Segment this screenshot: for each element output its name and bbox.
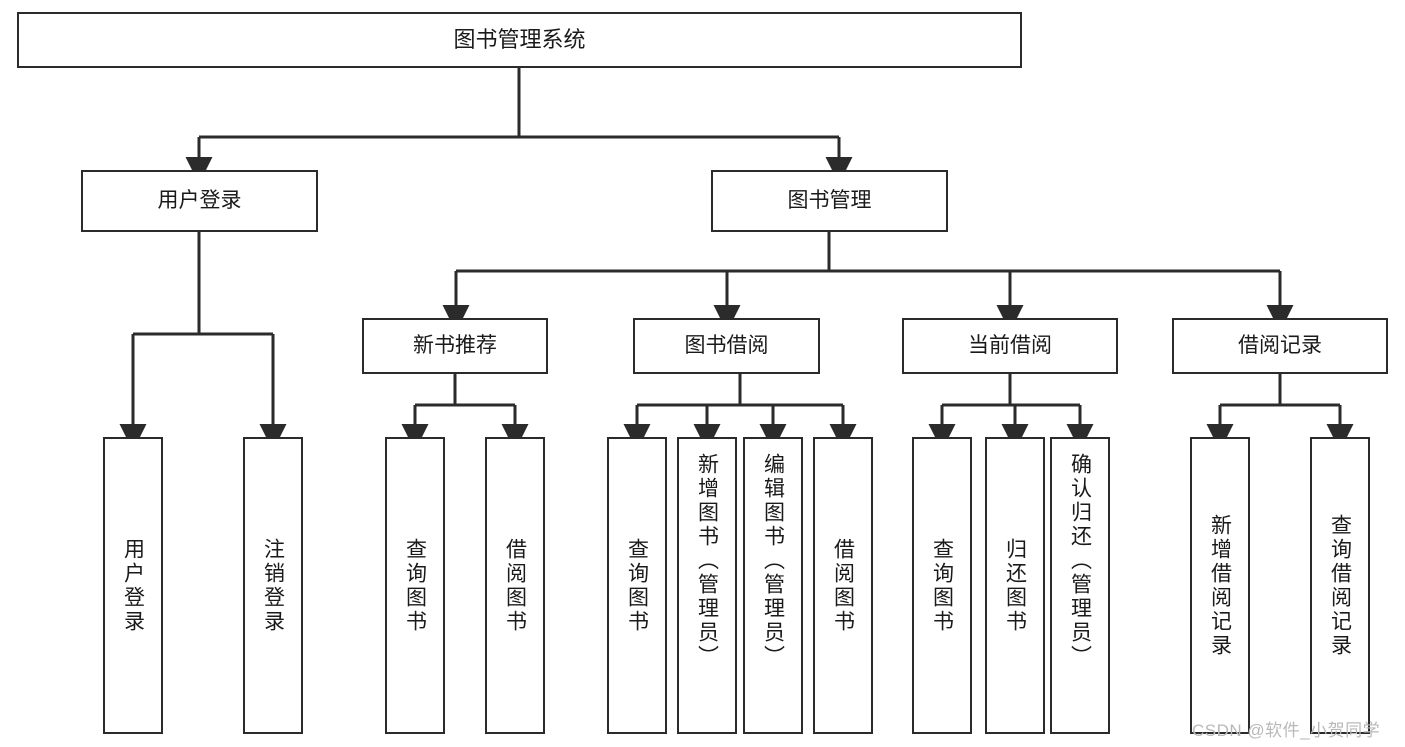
node-user-login[interactable]: 用户登录: [81, 170, 318, 232]
leaf-query-borrow-record[interactable]: 查询借阅记录: [1310, 437, 1370, 734]
leaf-confirm-return-admin[interactable]: 确认归还（管理员）: [1050, 437, 1110, 734]
node-label: 查询图书: [403, 537, 427, 634]
node-label: 当前借阅: [968, 334, 1052, 358]
node-label: 图书借阅: [684, 334, 769, 358]
node-book-borrow[interactable]: 图书借阅: [633, 318, 820, 374]
node-label: 用户登录: [157, 189, 242, 213]
leaf-add-book-admin[interactable]: 新增图书（管理员）: [677, 437, 737, 734]
node-label: 查询图书: [930, 537, 954, 634]
node-label: 图书管理系统: [453, 26, 586, 52]
node-label: 查询借阅记录: [1328, 513, 1352, 658]
leaf-add-borrow-record[interactable]: 新增借阅记录: [1190, 437, 1250, 734]
node-current-borrow[interactable]: 当前借阅: [902, 318, 1118, 374]
leaf-query-book-current[interactable]: 查询图书: [912, 437, 972, 734]
node-label: 借阅图书: [503, 537, 527, 634]
csdn-watermark: CSDN @软件_小贺同学: [1192, 721, 1381, 740]
node-book-management[interactable]: 图书管理: [711, 170, 948, 232]
node-label: 确认归还（管理员）: [1068, 453, 1092, 669]
leaf-return-book[interactable]: 归还图书: [985, 437, 1045, 734]
node-label: 借阅记录: [1238, 334, 1322, 358]
node-label: 注销登录: [261, 537, 285, 634]
leaf-borrow-book[interactable]: 借阅图书: [813, 437, 873, 734]
leaf-logout[interactable]: 注销登录: [243, 437, 303, 734]
leaf-edit-book-admin[interactable]: 编辑图书（管理员）: [743, 437, 803, 734]
node-label: 编辑图书（管理员）: [761, 453, 785, 669]
leaf-user-login[interactable]: 用户登录: [103, 437, 163, 734]
node-label: 借阅图书: [831, 537, 855, 634]
node-label: 新书推荐: [413, 334, 497, 358]
node-label: 归还图书: [1003, 537, 1027, 634]
node-borrow-record[interactable]: 借阅记录: [1172, 318, 1388, 374]
node-new-book-recommend[interactable]: 新书推荐: [362, 318, 548, 374]
node-label: 查询图书: [625, 537, 649, 634]
leaf-query-book-borrow[interactable]: 查询图书: [607, 437, 667, 734]
node-label: 新增借阅记录: [1208, 513, 1232, 658]
leaf-query-book-new[interactable]: 查询图书: [385, 437, 445, 734]
leaf-borrow-book-new[interactable]: 借阅图书: [485, 437, 545, 734]
node-root-system[interactable]: 图书管理系统: [17, 12, 1022, 68]
node-label: 新增图书（管理员）: [695, 453, 719, 669]
node-label: 图书管理: [787, 189, 872, 213]
node-label: 用户登录: [121, 537, 145, 634]
